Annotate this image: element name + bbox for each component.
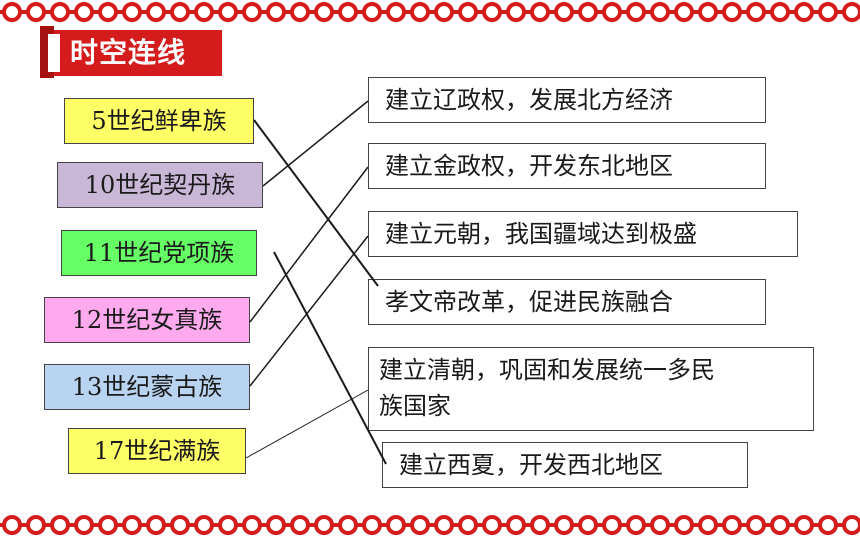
- line-menggu-to-yuan: [249, 235, 369, 387]
- right-item-qing-line2: 族国家: [379, 392, 451, 420]
- line-xianbei-to-xiaowendi: [253, 119, 379, 287]
- bottom-decorative-border: [0, 513, 860, 537]
- right-item-qing[interactable]: 建立清朝，巩固和发展统一多民 族国家: [368, 347, 814, 431]
- line-manzu-to-qing: [245, 389, 369, 459]
- left-item-xianbei[interactable]: 5世纪鲜卑族: [64, 98, 254, 144]
- left-item-menggu[interactable]: 13世纪蒙古族: [44, 364, 250, 410]
- top-decorative-border: [0, 0, 860, 24]
- right-item-xixia[interactable]: 建立西夏，开发西北地区: [382, 442, 748, 488]
- left-item-manzu[interactable]: 17世纪满族: [68, 428, 246, 474]
- right-item-liao[interactable]: 建立辽政权，发展北方经济: [368, 77, 766, 123]
- left-item-nuzhen[interactable]: 12世纪女真族: [44, 297, 250, 343]
- right-item-jin[interactable]: 建立金政权，开发东北地区: [368, 143, 766, 189]
- title-banner: [40, 26, 222, 78]
- right-item-yuan[interactable]: 建立元朝，我国疆域达到极盛: [368, 211, 798, 257]
- line-qidan-to-liao: [262, 100, 369, 187]
- line-nuzhen-to-jin: [249, 166, 369, 323]
- left-item-dangxiang[interactable]: 11世纪党项族: [61, 230, 257, 276]
- left-item-qidan[interactable]: 10世纪契丹族: [57, 162, 263, 208]
- right-item-xiaowendi[interactable]: 孝文帝改革，促进民族融合: [368, 279, 766, 325]
- page-title: 时空连线: [70, 36, 187, 69]
- right-item-qing-line1: 建立清朝，巩固和发展统一多民: [379, 356, 715, 384]
